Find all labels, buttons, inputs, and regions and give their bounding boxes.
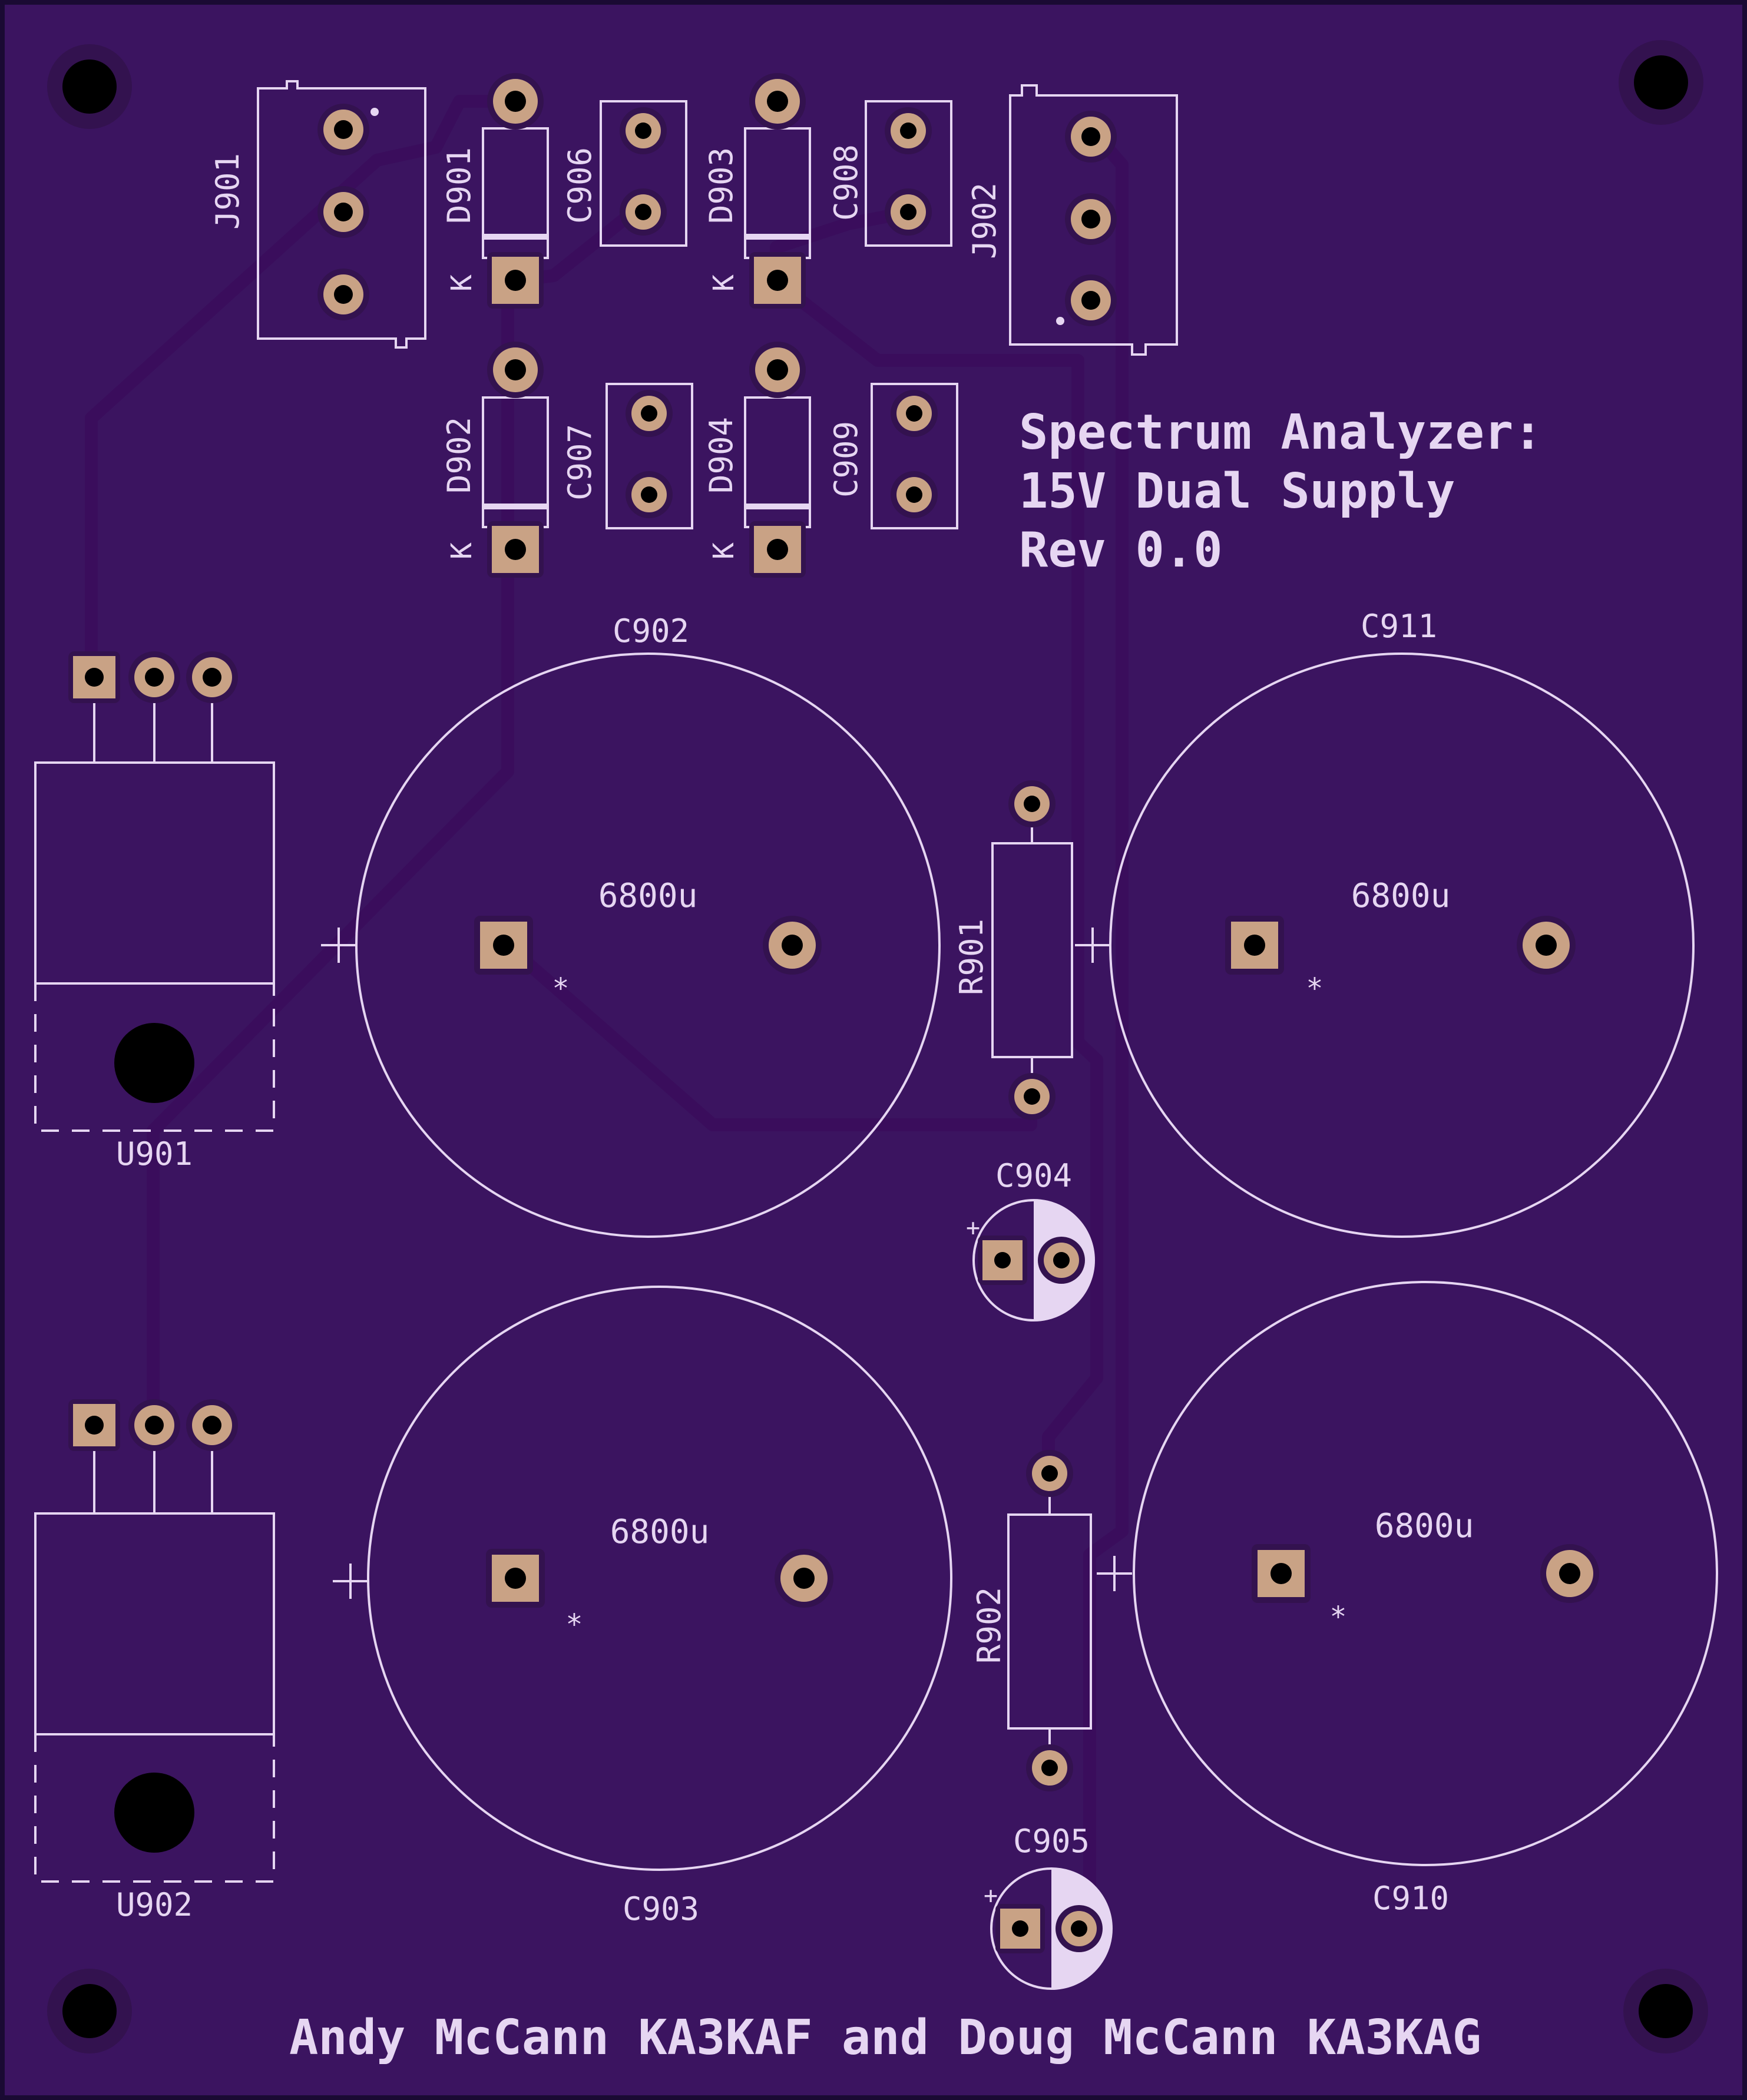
plus-mark: + bbox=[966, 1214, 980, 1241]
refdes-c903: C903 bbox=[623, 1890, 699, 1927]
diode-d904: D904 K bbox=[703, 342, 811, 578]
plus-mark: + bbox=[984, 1882, 998, 1909]
diode-d901: D901 K bbox=[441, 73, 549, 309]
credits-text: Andy McCann KA3KAF and Doug McCann KA3KA… bbox=[289, 2010, 1481, 2066]
resistor-r902: R902 bbox=[971, 1450, 1092, 1791]
refdes-u902: U902 bbox=[116, 1886, 193, 1923]
refdes-c902: C902 bbox=[613, 612, 689, 650]
pin1-mark: * bbox=[566, 1608, 583, 1641]
board-title: Spectrum Analyzer: 15V Dual Supply Rev 0… bbox=[1019, 405, 1543, 578]
refdes-d902: D902 bbox=[441, 417, 478, 493]
refdes-c904: C904 bbox=[995, 1157, 1072, 1194]
refdes-c907: C907 bbox=[561, 424, 598, 501]
value-c903: 6800u bbox=[610, 1513, 710, 1551]
value-c910: 6800u bbox=[1375, 1507, 1474, 1545]
refdes-c906: C906 bbox=[561, 147, 598, 224]
resistor-r901: R901 bbox=[953, 780, 1073, 1120]
refdes-c909: C909 bbox=[828, 421, 865, 498]
refdes-u901: U901 bbox=[116, 1135, 193, 1172]
refdes-d903: D903 bbox=[703, 147, 740, 224]
diode-d902: D902 K bbox=[441, 342, 549, 578]
capacitor-c905: + C905 bbox=[984, 1823, 1113, 1990]
value-c902: 6800u bbox=[598, 877, 698, 915]
pin1-mark: * bbox=[1330, 1601, 1347, 1634]
refdes-c908: C908 bbox=[828, 144, 865, 221]
regulator-u901: U901 bbox=[34, 651, 275, 1172]
diode-d903: D903 K bbox=[703, 73, 811, 309]
title-line-2: 15V Dual Supply bbox=[1019, 463, 1455, 519]
capacitor-c904: + C904 bbox=[966, 1157, 1095, 1321]
pin1-mark: * bbox=[552, 972, 570, 1005]
capacitor-c907: C907 bbox=[561, 383, 693, 529]
capacitor-c909: C909 bbox=[828, 383, 958, 529]
title-line-3: Rev 0.0 bbox=[1019, 522, 1223, 578]
refdes-d904: D904 bbox=[703, 417, 740, 493]
cathode-mark: K bbox=[445, 274, 478, 292]
title-line-1: Spectrum Analyzer: bbox=[1019, 405, 1543, 461]
capacitor-c903: * 6800u C903 bbox=[333, 1286, 952, 1927]
cathode-mark: K bbox=[445, 542, 478, 559]
refdes-r901: R901 bbox=[953, 919, 990, 995]
connector-j901: J901 bbox=[209, 80, 426, 349]
value-c911: 6800u bbox=[1351, 877, 1451, 915]
cathode-mark: K bbox=[707, 542, 740, 559]
capacitor-c911: * 6800u C911 bbox=[1075, 608, 1695, 1238]
connector-j902: J902 bbox=[966, 84, 1178, 356]
refdes-j901: J901 bbox=[209, 153, 246, 230]
refdes-c910: C910 bbox=[1372, 1880, 1449, 1917]
pin1-mark: * bbox=[1306, 972, 1324, 1005]
regulator-u902: U902 bbox=[34, 1399, 275, 1923]
refdes-r902: R902 bbox=[971, 1587, 1008, 1664]
refdes-j902: J902 bbox=[966, 183, 1003, 259]
cathode-mark: K bbox=[707, 274, 740, 292]
refdes-c905: C905 bbox=[1013, 1823, 1090, 1860]
capacitor-c906: C906 bbox=[561, 100, 687, 247]
mounting-holes bbox=[47, 40, 1708, 2053]
capacitor-c908: C908 bbox=[828, 100, 952, 247]
refdes-d901: D901 bbox=[441, 147, 478, 224]
refdes-c911: C911 bbox=[1361, 608, 1437, 645]
capacitor-c910: * 6800u C910 bbox=[1097, 1281, 1718, 1917]
capacitor-c902: * 6800u C902 bbox=[321, 612, 941, 1238]
